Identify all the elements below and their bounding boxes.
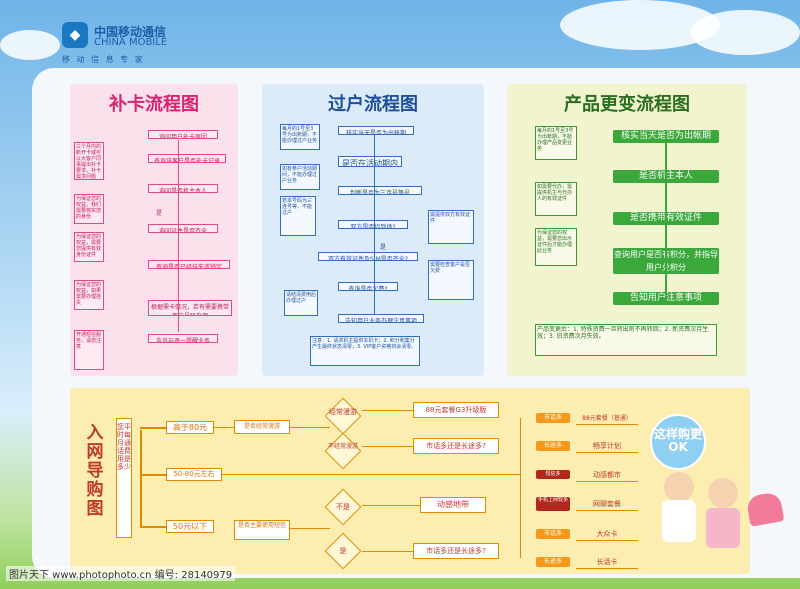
buka-side-1: 三个月内的新开卡或可以大客户同事提出补卡要求，补卡需求问题 <box>74 142 104 180</box>
buka-step-6: 根据需卡情况，若有需要携带客户号码办理 <box>148 300 232 316</box>
buka-flow-line <box>178 140 179 332</box>
biangeng-step-1: 核实当天是否为出帐期 <box>613 130 719 143</box>
watermark-footer: 图片天下 www.photophoto.cn 编号: 28140979 <box>6 566 236 581</box>
connector-9 <box>520 418 521 558</box>
speech-bubble <box>650 414 706 470</box>
guohu-step-7: 告知用户业务办理注意事项 <box>338 314 424 323</box>
bubble-text: 这样购更OK <box>653 427 702 454</box>
biangeng-step-5: 告知用户注意事项 <box>613 292 719 305</box>
connector-1 <box>214 427 234 428</box>
often-roaming-label: 经常漫游 <box>329 408 357 416</box>
buka-title: 补卡流程图 <box>109 94 199 115</box>
guohu-step-5: 双方有效证件及SIM是否齐全? <box>318 252 418 261</box>
guohu-yes-label: 是 <box>380 244 387 251</box>
biangeng-flow-line <box>665 143 667 293</box>
guohu-step-3: 判断是否为三连号等号 <box>338 186 422 195</box>
guohu-step-4: 双方是否均到场? <box>338 220 408 229</box>
guohu-flow-line <box>374 135 375 315</box>
row-1-right: 88元套餐（普通） <box>576 413 638 425</box>
pkg-g3: 88元套餐G3升级版 <box>413 402 499 418</box>
buka-step-7: 告诉与逐一提醒业务 <box>148 334 218 343</box>
girl-body <box>706 508 740 548</box>
guohu-step-1: 核实当天是否为出帐期 <box>338 126 414 135</box>
guohu-step-6: 查询是否欠费? <box>338 282 398 291</box>
guide-branch-line <box>140 430 142 528</box>
sms-question: 是否主要使用短信 <box>234 520 290 540</box>
row-1-left: 市话多 <box>536 413 570 423</box>
buka-step-3: 询问是否机主本人 <box>148 184 218 193</box>
roaming-question: 是否经常漫游 <box>234 420 290 434</box>
biangeng-title: 产品更变流程图 <box>564 94 690 115</box>
brand-name-cn: 中国移动通信 <box>94 25 167 39</box>
boy-face <box>664 472 694 502</box>
biangeng-side-2: 如需要代办，需提供机主与代办人的有效证件 <box>535 182 577 216</box>
buka-side-2: 为保证您的权益，我们需要核实您的身份 <box>74 194 104 224</box>
brand-slogan: 移 动 信 息 专 家 <box>62 55 145 64</box>
connector-6 <box>290 528 330 529</box>
guohu-notes: 注意：1. 请求机主提供本机卡；2. 积分和集分产生最终状态清零；3. VIP客… <box>310 336 420 366</box>
guohu-step-2: 是否在活动期内 <box>338 156 402 167</box>
guide-title: 入网导购图 <box>86 423 104 519</box>
buka-side-3: 为保证您的权益，需要您提供有效身份证件 <box>74 232 104 262</box>
connector-3 <box>362 410 413 411</box>
row-5-right: 大众卡 <box>576 529 638 541</box>
row-6-right: 长话卡 <box>576 557 638 569</box>
guohu-panel: 过户流程图 核实当天是否为出帐期 是否在活动期内 判断是否为三连号等号 双方是否… <box>262 84 484 376</box>
row-4-right: 网聊套餐 <box>576 499 638 511</box>
brand-name-en: CHINA MOBILE <box>94 37 168 48</box>
row-5-left: 市话多 <box>536 529 570 539</box>
boy-body <box>662 500 696 542</box>
row-3-left: 短信多 <box>536 470 570 479</box>
pkg-dongan: 动感地带 <box>420 497 486 513</box>
yes-label: 是 <box>339 547 347 555</box>
spend-question: 您平时每月通话费用是多少 <box>116 418 132 538</box>
guide-panel <box>70 388 750 574</box>
row-3-right: 动感都市 <box>576 470 638 482</box>
rare-roaming-label: 不经常漫游 <box>327 443 358 450</box>
biangeng-side-3: 为保证您的权益，需要您出示证件后才能办理此业务 <box>535 228 577 266</box>
row-6-left: 长途多 <box>536 557 570 567</box>
guohu-side-2: 如有参户活动期间，不能办理过户业务 <box>280 164 320 190</box>
local-or-long-question: 市话多还是长途多? <box>413 438 499 454</box>
guohu-side-6: 请结清费用后办理过户 <box>284 290 318 316</box>
not-label: 不是 <box>336 503 350 511</box>
buka-side-4: 为保证您的权益，如果需要办理挂失 <box>74 280 104 310</box>
guohu-side-1: 每月的1号至3号为出账期，不能办理过户业务 <box>280 124 320 150</box>
buka-step-4: 询问证件是否齐全 <box>148 224 218 233</box>
buka-step-5: 查询是否已经挂失或锁定 <box>148 260 230 269</box>
buka-side-5: 开通短信服务，请您注意 <box>74 330 104 370</box>
biangeng-notes: 产品变更后：1. 特殊资费一旦转出则不再转回；2. 新资费次月生效；3. 旧资费… <box>535 324 717 356</box>
row-4-left: 手机上网较多 <box>536 497 570 511</box>
amount-high: 高于80元 <box>166 421 214 434</box>
guohu-side-3: 若本号码为三连号等，不能过户 <box>280 196 316 236</box>
biangeng-side-1: 每月的1号至3号为出帐期，不能办理产品变更业务 <box>535 126 577 160</box>
connector-7 <box>362 505 420 506</box>
guohu-side-4: 需提供双方有效证件 <box>428 210 474 244</box>
row-2-right: 畅享计划 <box>576 441 638 453</box>
arrow-low <box>140 526 166 528</box>
china-mobile-logo: ◆ <box>62 22 88 48</box>
connector-8 <box>362 551 413 552</box>
buka-step-2: 查询该客户是否补卡记录 <box>148 154 226 163</box>
row-2-left: 长途多 <box>536 441 570 451</box>
guohu-side-5: 需要检查客户是否欠费 <box>428 260 474 300</box>
guohu-title: 过户流程图 <box>328 94 418 115</box>
girl-face <box>708 478 738 508</box>
buka-step-1: 询问用户补卡原因 <box>148 130 218 139</box>
connector-5 <box>222 474 520 475</box>
connector-2 <box>290 427 330 428</box>
arrow-high <box>140 427 166 429</box>
amount-mid: 50-80元左右 <box>166 468 222 481</box>
arrow-mid <box>140 474 166 476</box>
connector-4 <box>362 446 413 447</box>
local-or-long-question-2: 市话多还是长途多? <box>413 543 499 559</box>
amount-low: 50元以下 <box>166 520 214 533</box>
buka-panel: 补卡流程图 询问用户补卡原因 查询该客户是否补卡记录 询问是否机主本人 询问证件… <box>70 84 238 376</box>
buka-yes-label: 是 <box>156 210 163 217</box>
biangeng-panel: 产品更变流程图 核实当天是否为出帐期 是否机主本人 是否携带有效证件 查询用户是… <box>507 84 747 376</box>
